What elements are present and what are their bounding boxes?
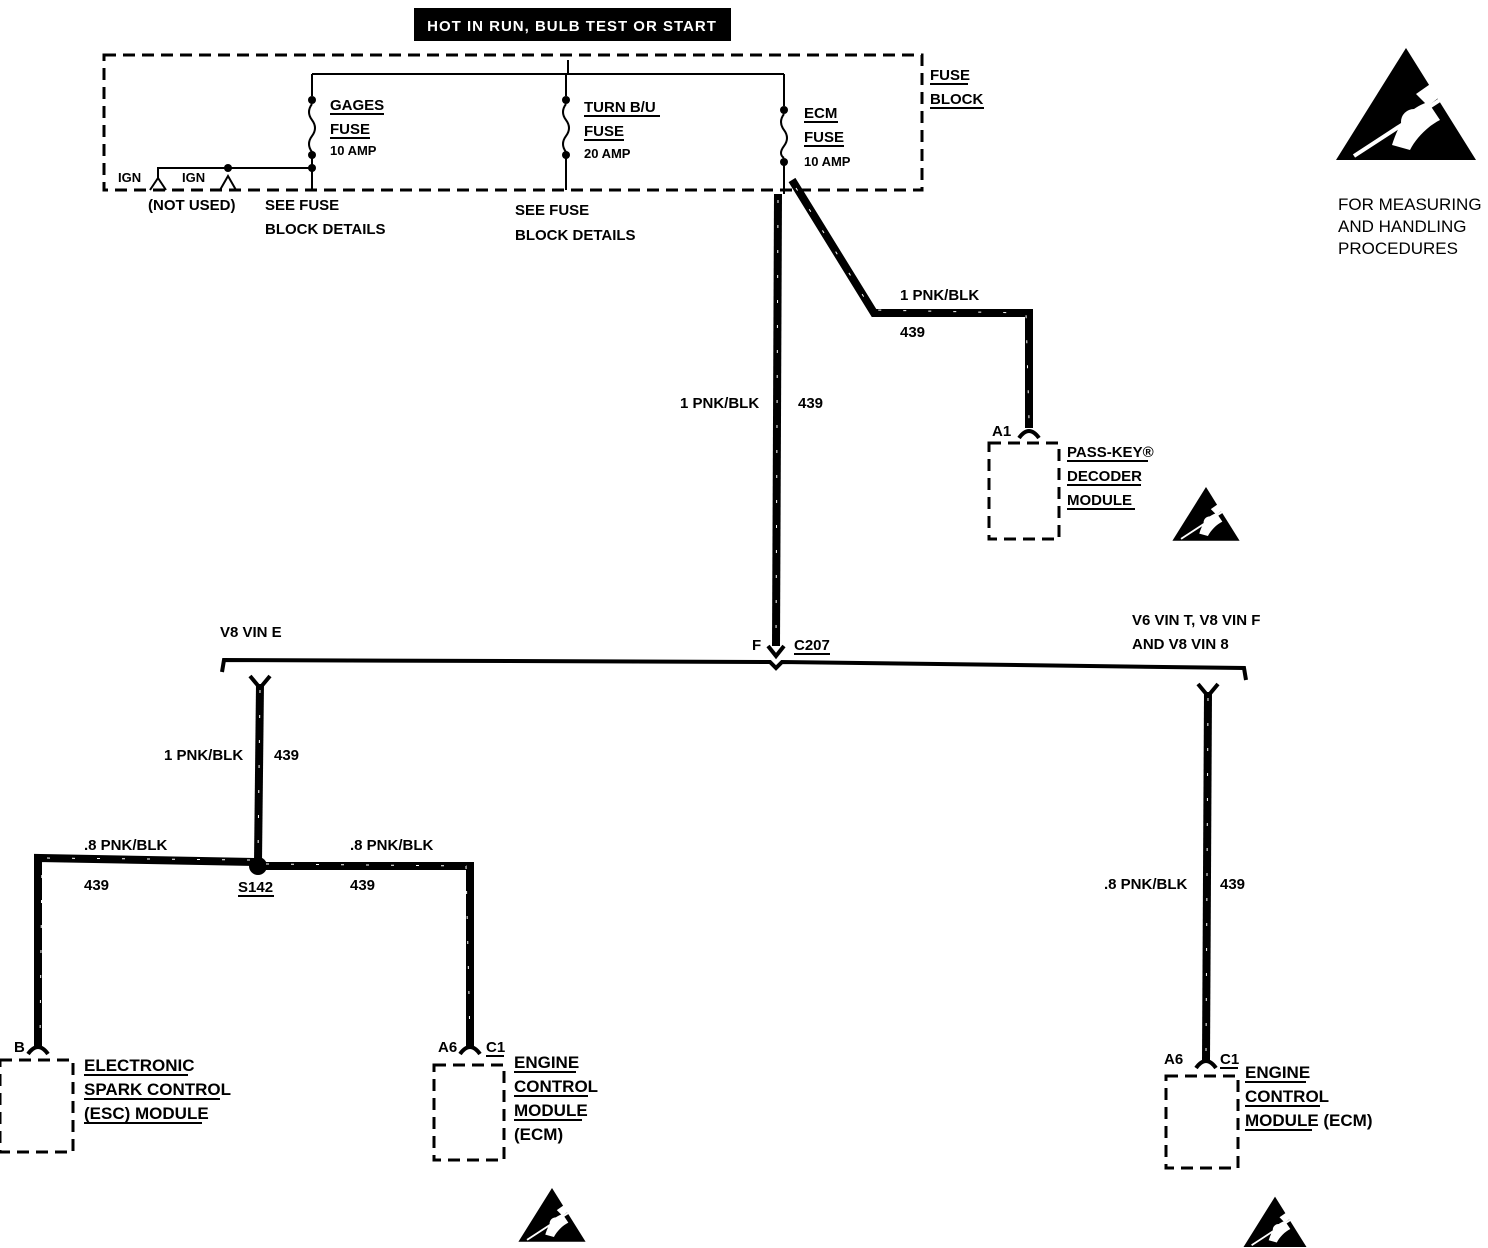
ecm-right-wire [1196, 682, 1220, 1061]
esd-note-line2: AND HANDLING [1338, 217, 1466, 236]
ecm-right-conn: C1 [1220, 1051, 1239, 1068]
ecm-right-module-line1: ENGINE [1245, 1063, 1310, 1082]
variant-right-line2: AND V8 VIN 8 [1132, 636, 1229, 653]
ecm-right-wire-circuit: 439 [1220, 876, 1245, 893]
main-wire-color: 1 PNK/BLK [680, 395, 759, 412]
fuse-block [102, 53, 924, 194]
c207-pin: F [752, 637, 761, 654]
ecm-left-module-line1: ENGINE [514, 1053, 579, 1072]
ecm-left-conn: C1 [486, 1039, 505, 1056]
variant-right-line1: V6 VIN T, V8 VIN F [1132, 612, 1260, 629]
turn-fuse-rating: 20 AMP [584, 146, 631, 161]
ecm-right-module-box [1164, 1074, 1240, 1170]
ecm-left-wire-color: .8 PNK/BLK [350, 837, 434, 854]
passkey-module-line3: MODULE [1067, 492, 1132, 509]
esd-warning-icon [1171, 486, 1241, 542]
esc-pin: B [14, 1039, 25, 1056]
ign-left-label: IGN [118, 170, 141, 185]
header-title: HOT IN RUN, BULB TEST OR START [427, 18, 717, 35]
c207-label: C207 [794, 637, 830, 654]
esc-module-box [0, 1058, 75, 1154]
esc-module-line3: (ESC) MODULE [84, 1104, 209, 1123]
ecm-left-module-line4: (ECM) [514, 1125, 563, 1144]
esc-module-line2: SPARK CONTROL [84, 1080, 231, 1099]
passkey-module-line1: PASS-KEY® [1067, 444, 1154, 461]
see-fuse-2-line2: BLOCK DETAILS [515, 227, 636, 244]
main-wire-circuit: 439 [798, 395, 823, 412]
fuse-block-label-line1: FUSE [930, 67, 970, 84]
ecm-left-module-line3: MODULE [514, 1101, 588, 1120]
ecm-fuse-rating: 10 AMP [804, 154, 851, 169]
passkey-pin: A1 [992, 423, 1011, 440]
passkey-wire [788, 177, 1033, 428]
see-fuse-1-line1: SEE FUSE [265, 197, 339, 214]
variant-bus [220, 657, 1248, 681]
see-fuse-1-line2: BLOCK DETAILS [265, 221, 386, 238]
turn-fuse-name: TURN B/U [584, 99, 656, 116]
gages-fuse-rating: 10 AMP [330, 143, 377, 158]
ecm-fuse-type: FUSE [804, 129, 844, 146]
v8e-wire-circuit: 439 [274, 747, 299, 764]
ign-right-label: IGN [182, 170, 205, 185]
passkey-wire-circuit: 439 [900, 324, 925, 341]
not-used-label: (NOT USED) [148, 197, 236, 214]
v8e-wire [248, 674, 272, 863]
fuse-block-label-line2: BLOCK [930, 91, 983, 108]
esc-wire [34, 853, 259, 1046]
esd-warning-icon [1334, 46, 1478, 162]
c207-connector-symbol [766, 644, 786, 660]
variant-left-label: V8 VIN E [220, 624, 282, 641]
esc-module-line1: ELECTRONIC [84, 1056, 195, 1075]
see-fuse-2-line1: SEE FUSE [515, 202, 589, 219]
ecm-left-module-line2: CONTROL [514, 1077, 598, 1096]
ecm-left-pin: A6 [438, 1039, 457, 1056]
ecm-fuse-name: ECM [804, 105, 837, 122]
ecm-left-wire-circuit: 439 [350, 877, 375, 894]
esd-note-line3: PROCEDURES [1338, 239, 1458, 258]
header-banner: HOT IN RUN, BULB TEST OR START [414, 8, 731, 41]
passkey-module-line2: DECODER [1067, 468, 1142, 485]
gages-fuse-type: FUSE [330, 121, 370, 138]
ecm-right-pin: A6 [1164, 1051, 1183, 1068]
turn-fuse-type: FUSE [584, 123, 624, 140]
ecm-left-wire [258, 862, 474, 1046]
passkey-wire-color: 1 PNK/BLK [900, 287, 979, 304]
esc-wire-color: .8 PNK/BLK [84, 837, 168, 854]
gages-fuse-name: GAGES [330, 97, 384, 114]
ecm-right-wire-color: .8 PNK/BLK [1104, 876, 1188, 893]
splice-label: S142 [238, 879, 273, 896]
esd-warning-icon [517, 1187, 587, 1243]
ecm-right-module-line3: MODULE (ECM) [1245, 1111, 1372, 1130]
esd-note-line1: FOR MEASURING [1338, 195, 1482, 214]
ecm-left-module-box [432, 1063, 506, 1162]
esc-wire-circuit: 439 [84, 877, 109, 894]
esd-warning-icon [1242, 1195, 1308, 1248]
ecm-right-module-line2: CONTROL [1245, 1087, 1329, 1106]
passkey-module-box [987, 441, 1061, 541]
main-wire [772, 193, 782, 647]
v8e-wire-color: 1 PNK/BLK [164, 747, 243, 764]
